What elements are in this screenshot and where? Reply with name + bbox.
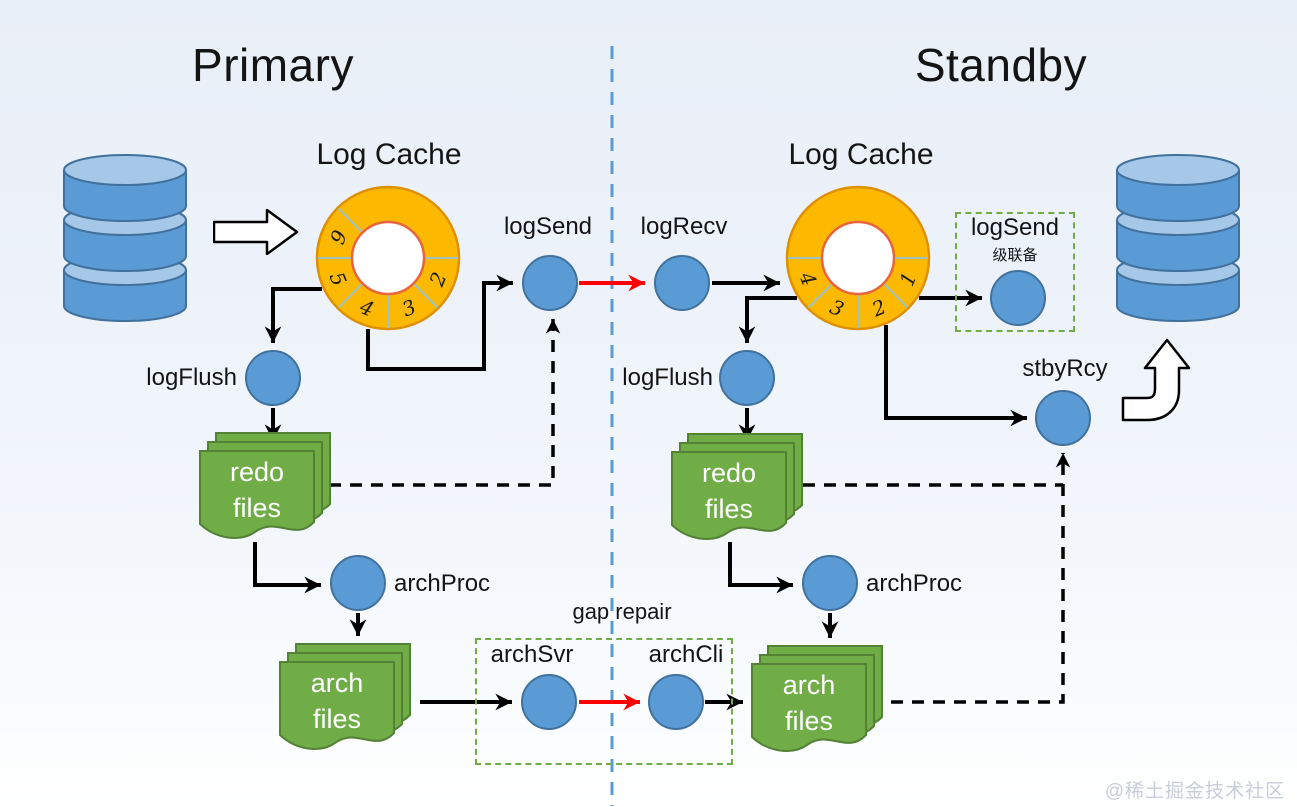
node-logrecv-standby (654, 255, 710, 311)
file-label-line: files (232, 493, 281, 523)
logsend-label: logSend (503, 213, 593, 240)
node-logsend-primary (522, 255, 578, 311)
file-label-line: files (704, 494, 753, 524)
arch-files-label-primary: arch files (279, 661, 395, 747)
node-archproc-primary (330, 555, 386, 611)
file-label-line: files (784, 706, 833, 736)
cascade-standby-box (955, 212, 1075, 332)
arrow-redo-to-archproc-standby (728, 542, 793, 594)
archproc-label-standby: archProc (866, 570, 963, 597)
standby-log-cache-ring: 4 3 2 1 (785, 185, 931, 331)
redo-files-stack-primary (199, 432, 331, 539)
arrow-redo-to-archproc-primary (253, 542, 321, 594)
file-label-line: arch (310, 667, 364, 698)
dashed-arch-to-stbyrcy (891, 453, 1071, 704)
file-label-line: redo (229, 456, 285, 487)
redo-files-label-standby: redo files (671, 451, 787, 537)
ring-graphic (315, 185, 461, 331)
watermark: @稀土掘金技术社区 (1104, 781, 1285, 802)
gap-repair-box (475, 638, 733, 765)
dashed-redo-to-logsend (329, 319, 561, 487)
cascade-sub-label: 级联备 (992, 247, 1038, 264)
archsvr-label: archSvr (490, 641, 574, 668)
archcli-label: archCli (648, 641, 724, 668)
block-arrow-right-icon (213, 209, 299, 255)
arrow-ring-to-logsend (366, 274, 513, 371)
gap-repair-label: gap repair (572, 599, 672, 624)
standby-database-icon (1116, 154, 1240, 322)
file-label-line: redo (701, 457, 757, 488)
ring-graphic (785, 185, 931, 331)
arrow-ring-to-stbyrcy (884, 325, 1027, 427)
arch-files-stack-standby (751, 645, 883, 752)
curved-up-arrow-icon (1121, 338, 1191, 422)
arch-files-label-standby: arch files (751, 663, 867, 749)
node-stbyrcy (1035, 390, 1091, 446)
primary-log-cache-ring: 6 5 4 3 2 (315, 185, 461, 331)
file-label-line: files (312, 704, 361, 734)
node-archcli (648, 674, 704, 730)
node-logsend-cascade (990, 270, 1046, 326)
logflush-label-standby: logFlush (622, 364, 713, 391)
standby-title: Standby (914, 39, 1088, 91)
redo-files-stack-standby (671, 433, 803, 540)
stbyrcy-label: stbyRcy (1022, 355, 1108, 382)
redo-files-label-primary: redo files (199, 450, 315, 536)
logflush-label-primary: logFlush (146, 364, 237, 391)
logrecv-label: logRecv (640, 213, 728, 240)
log-cache-title-standby: Log Cache (788, 138, 934, 171)
file-label-line: arch (782, 669, 836, 700)
node-logflush-primary (245, 350, 301, 406)
node-logflush-standby (719, 350, 775, 406)
node-archproc-standby (802, 555, 858, 611)
arrow-ring-to-logflush-primary (264, 287, 322, 343)
logsend-cascade-label: logSend (970, 214, 1060, 241)
arrow-ring-to-logflush-standby (738, 296, 797, 343)
archproc-label-primary: archProc (394, 570, 491, 597)
arch-files-stack-primary (279, 643, 411, 750)
node-archsvr (521, 674, 577, 730)
primary-title: Primary (192, 39, 354, 91)
primary-database-icon (63, 154, 187, 322)
log-cache-title-primary: Log Cache (316, 138, 462, 171)
